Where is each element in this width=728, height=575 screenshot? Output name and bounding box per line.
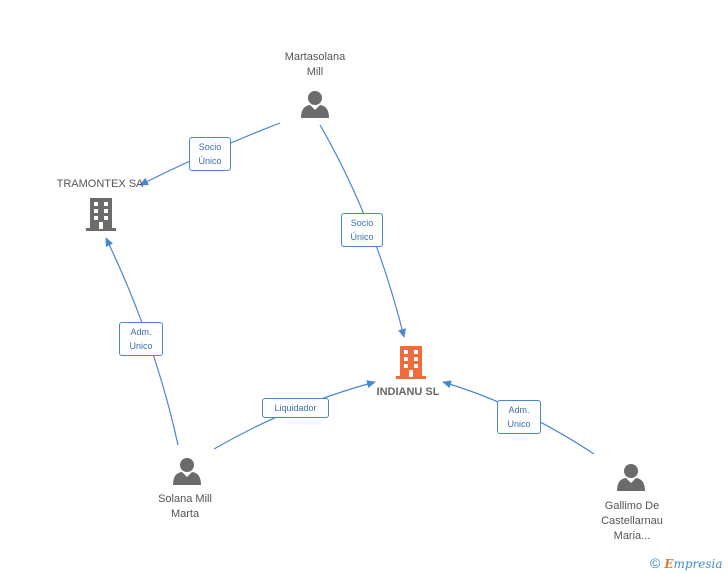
person-icon[interactable] [617,464,645,491]
person-icon[interactable] [173,458,201,485]
node-label-tramontex[interactable]: TRAMONTEX SA [56,178,144,190]
brand-logo-text: mpresia [673,557,723,571]
edge-label-socio-unico[interactable]: Socio Único [341,213,383,247]
node-label-indianu[interactable]: INDIANU SL [376,386,440,398]
empresia-brand[interactable]: ©Empresia [650,555,723,571]
main-company-building-icon[interactable] [396,346,426,379]
edge-label-adm-unico[interactable]: Adm. Unico [497,400,541,434]
person-icon[interactable] [301,91,329,118]
building-icon[interactable] [86,198,116,231]
node-label-gallimo[interactable]: Gallimo De Castellarnau Maria... [601,500,663,542]
node-label-martasolana[interactable]: Martasolana Mill [284,51,346,78]
edge-label-liquidador[interactable]: Liquidador [262,398,329,418]
edge-label-socio-unico[interactable]: Socio Único [189,137,231,171]
edge-label-adm-unico[interactable]: Adm. Unico [119,322,163,356]
brand-logo-e: E [664,557,674,571]
copyright-symbol: © [650,555,661,571]
node-label-solana[interactable]: Solana Mill Marta [158,493,212,520]
